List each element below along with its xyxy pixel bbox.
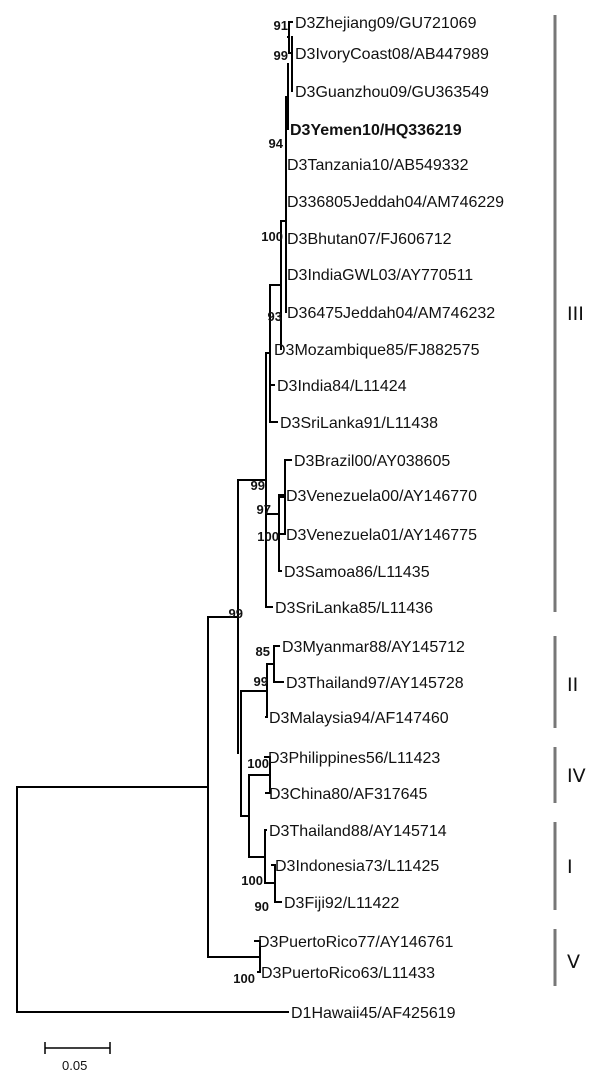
taxon-label-6: D3Bhutan07/FJ606712 — [287, 231, 452, 248]
genotype-label-III: III — [567, 303, 584, 325]
taxon-label-8: D36475Jeddah04/AM746232 — [287, 305, 495, 322]
taxon-label-21: D3China80/AF317645 — [269, 786, 427, 803]
bootstrap-value-0: 91 — [274, 18, 288, 33]
taxon-label-26: D3PuertoRico63/L11433 — [261, 965, 435, 982]
taxon-label-2: D3Guanzhou09/GU363549 — [295, 84, 489, 101]
genotype-label-IV: IV — [567, 765, 586, 787]
taxon-label-11: D3SriLanka91/L11438 — [280, 415, 438, 432]
taxon-label-13: D3Venezuela00/AY146770 — [286, 488, 477, 505]
genotype-label-V: V — [567, 951, 580, 973]
bootstrap-value-10: 99 — [254, 674, 268, 689]
taxon-label-22: D3Thailand88/AY145714 — [269, 823, 447, 840]
taxon-label-3: D3Yemen10/HQ336219 — [290, 122, 462, 139]
bootstrap-value-7: 100 — [257, 529, 279, 544]
taxon-label-27: D1Hawaii45/AF425619 — [291, 1005, 456, 1022]
bootstrap-value-12: 100 — [241, 873, 263, 888]
taxon-label-1: D3IvoryCoast08/AB447989 — [295, 46, 489, 63]
bootstrap-labels: 91 99 94 100 93 99 97 100 99 85 99 100 100 90 100 — [229, 18, 288, 986]
bootstrap-value-14: 100 — [233, 971, 255, 986]
bootstrap-value-4: 93 — [268, 309, 282, 324]
taxon-label-12: D3Brazil00/AY038605 — [294, 453, 450, 470]
bootstrap-value-5: 99 — [251, 478, 265, 493]
bootstrap-value-9: 85 — [256, 644, 270, 659]
genotype-label-II: II — [567, 674, 578, 696]
scale-bar: 0.05 — [44, 1042, 111, 1073]
taxon-label-0: D3Zhejiang09/GU721069 — [295, 15, 477, 32]
taxon-labels: D3Zhejiang09/GU721069D3IvoryCoast08/AB44… — [258, 15, 504, 1022]
taxon-label-4: D3Tanzania10/AB549332 — [287, 157, 469, 174]
bootstrap-value-8: 99 — [229, 606, 243, 621]
taxon-label-15: D3Samoa86/L11435 — [284, 564, 430, 581]
taxon-label-24: D3Fiji92/L11422 — [284, 895, 399, 912]
bootstrap-value-3: 100 — [261, 229, 283, 244]
taxon-label-19: D3Malaysia94/AF147460 — [269, 710, 449, 727]
taxon-label-9: D3Mozambique85/FJ882575 — [274, 342, 480, 359]
scale-bar-label: 0.05 — [62, 1058, 87, 1073]
taxon-label-18: D3Thailand97/AY145728 — [286, 675, 464, 692]
bootstrap-value-11: 100 — [247, 756, 269, 771]
taxon-label-17: D3Myanmar88/AY145712 — [282, 639, 465, 656]
taxon-label-5: D336805Jeddah04/AM746229 — [287, 194, 504, 211]
taxon-label-10: D3India84/L11424 — [277, 378, 407, 395]
bootstrap-value-2: 94 — [269, 136, 284, 151]
taxon-label-20: D3Philippines56/L11423 — [268, 750, 440, 767]
taxon-label-7: D3IndiaGWL03/AY770511 — [287, 267, 473, 284]
taxon-label-14: D3Venezuela01/AY146775 — [286, 527, 477, 544]
tree-branches — [16, 21, 293, 1013]
bootstrap-value-13: 90 — [255, 899, 269, 914]
bootstrap-value-1: 99 — [274, 48, 288, 63]
taxon-label-25: D3PuertoRico77/AY146761 — [258, 934, 453, 951]
bootstrap-value-6: 97 — [257, 502, 271, 517]
taxon-label-23: D3Indonesia73/L11425 — [275, 858, 439, 875]
taxon-label-16: D3SriLanka85/L11436 — [275, 600, 433, 617]
genotype-label-I: I — [567, 856, 573, 878]
